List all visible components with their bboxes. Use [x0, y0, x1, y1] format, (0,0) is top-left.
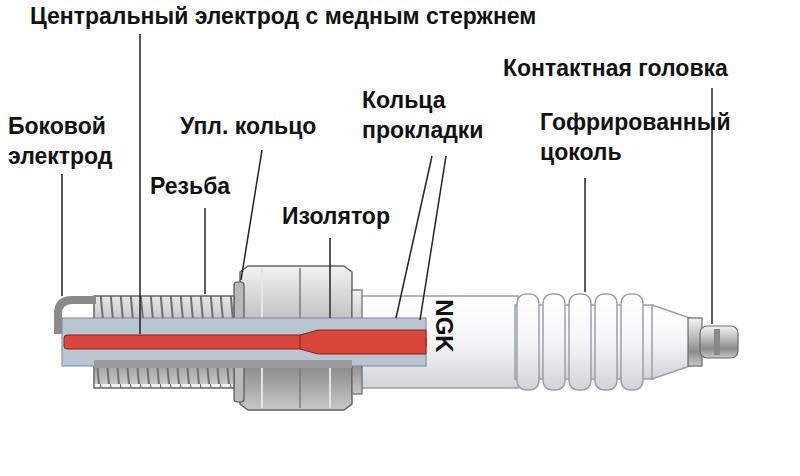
side-electrode — [58, 300, 96, 334]
cutaway-shell-wall — [94, 360, 352, 368]
cutaway-insulator — [62, 318, 426, 366]
brand-mark: NGK — [432, 299, 456, 352]
insulator-rib — [595, 294, 617, 390]
leader-line — [139, 34, 141, 334]
insulator-rib — [543, 294, 565, 390]
leader-line — [584, 178, 586, 292]
part-label: Резьба — [150, 172, 230, 202]
leader-line — [61, 174, 63, 296]
leader-line — [420, 156, 446, 320]
terminal-head — [700, 326, 738, 358]
insulator-rib — [621, 294, 643, 390]
part-label: Боковой электрод — [8, 112, 112, 172]
part-label: Контактная головка — [503, 54, 728, 84]
leader-line — [204, 208, 206, 294]
leader-line — [396, 156, 432, 318]
leader-line — [329, 238, 331, 318]
leader-line — [241, 150, 262, 280]
part-label: Гофрированный цоколь — [540, 108, 731, 168]
part-label: Кольца прокладки — [362, 86, 483, 146]
part-label: Изолятор — [282, 202, 390, 232]
part-label: Центральный электрод с медным стержнем — [30, 2, 536, 32]
insulator-rib — [569, 294, 591, 390]
center-electrode-head — [300, 330, 426, 354]
part-label: Упл. кольцо — [180, 112, 316, 142]
insulator-rib — [517, 294, 539, 390]
insulator-cone — [652, 305, 690, 379]
terminal-groove — [714, 329, 720, 355]
